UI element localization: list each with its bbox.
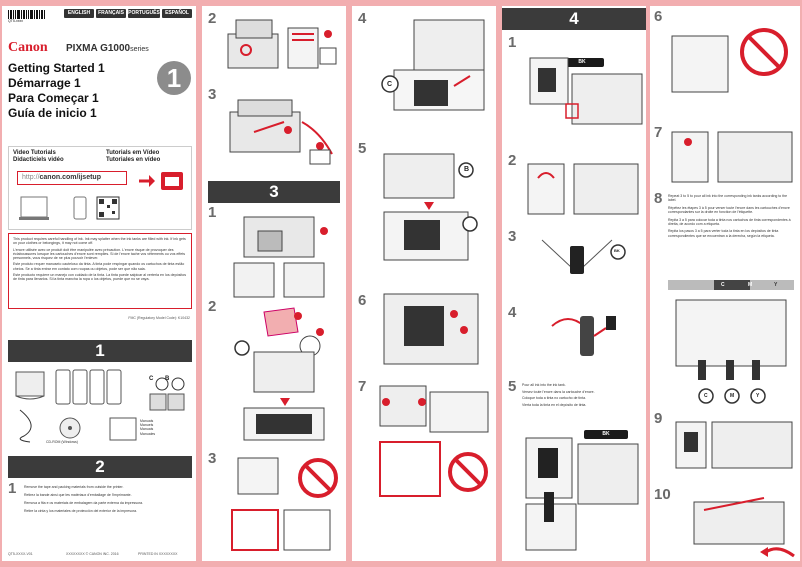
lang-tab-spanish[interactable]: ESPAÑOL bbox=[162, 9, 192, 18]
callout-b: B bbox=[464, 166, 470, 173]
remove-tape-instructions: Remove the tape and packing materials fr… bbox=[24, 485, 144, 513]
callout-m: M bbox=[730, 393, 735, 399]
cdrom-label: CD-ROM (Windows) bbox=[46, 440, 78, 444]
remove-packing-illustration bbox=[229, 99, 333, 165]
section-3-header: 3 bbox=[208, 181, 340, 203]
step-2: 2 bbox=[208, 10, 217, 27]
close-tank-cap-illustration bbox=[671, 131, 793, 183]
s4-step-4: 4 bbox=[508, 304, 517, 321]
regulatory-code: FMC (Regulatory Model Code): K10432 bbox=[128, 316, 190, 320]
lang-tab-portuguese[interactable]: PORTUGUÊS bbox=[128, 9, 160, 18]
s3-step-3: 3 bbox=[208, 450, 217, 467]
title-en: Getting Started 1 bbox=[8, 61, 105, 75]
close-ink-cover-illustration bbox=[675, 421, 793, 469]
footer-code: QT5-XXXX-V01 bbox=[8, 552, 33, 556]
warning-es: Este producto requiere un manejo con cui… bbox=[13, 273, 187, 282]
step-4: 4 bbox=[358, 10, 367, 27]
footer-printed: PRINTED IN XXXXXXXX bbox=[138, 552, 178, 556]
ink-bottle-illustration bbox=[541, 239, 626, 274]
title-pt: Para Começar 1 bbox=[8, 91, 99, 105]
device-icons bbox=[19, 196, 120, 220]
close-scanner-illustration bbox=[693, 497, 785, 545]
arrow-to-video-icon bbox=[139, 172, 183, 190]
box-contents-illustration bbox=[15, 369, 185, 443]
ink-bk-label-2: BK bbox=[584, 430, 628, 439]
s4-step-6: 6 bbox=[654, 8, 663, 25]
section-4-header: 4 bbox=[502, 8, 646, 30]
s4-step-3: 3 bbox=[508, 228, 517, 245]
ink-bk-label: BK bbox=[560, 58, 604, 67]
do-not-touch-illustration bbox=[231, 457, 338, 551]
tank-label-y: Y bbox=[774, 282, 778, 288]
pour-ink-instructions: Pour all ink into the ink tank.Versez to… bbox=[522, 383, 595, 407]
s3-step-2: 2 bbox=[208, 298, 217, 315]
s4-step-2: 2 bbox=[508, 152, 517, 169]
s4-step-9: 9 bbox=[654, 410, 663, 427]
no-tilt-illustration bbox=[671, 28, 788, 93]
open-cover-illustration bbox=[227, 19, 337, 69]
open-cap-illustration bbox=[527, 163, 639, 215]
label-c: C bbox=[149, 376, 154, 382]
warning-en: This product requires careful handling o… bbox=[13, 237, 186, 246]
insert-cartridge-c-illustration bbox=[381, 19, 485, 111]
turn-page-arrow-icon[interactable] bbox=[758, 544, 798, 560]
step-5: 5 bbox=[358, 140, 367, 157]
step-3: 3 bbox=[208, 86, 217, 103]
cmy-tanks-illustration bbox=[668, 280, 794, 404]
s3-step-1: 1 bbox=[208, 204, 217, 221]
warning-fr: L'encre utilisée avec ce produit doit êt… bbox=[13, 247, 186, 261]
callout-y: Y bbox=[756, 393, 760, 399]
s4-step-5: 5 bbox=[508, 378, 517, 395]
section-2-step-1: 1 bbox=[8, 480, 17, 497]
title-fr: Démarrage 1 bbox=[8, 76, 81, 90]
s4-step-7: 7 bbox=[654, 124, 663, 141]
insert-cartridge-b-illustration bbox=[383, 153, 478, 261]
panel-column-3: 4 C 5 B 6 7 bbox=[352, 6, 496, 561]
canon-logo: Canon bbox=[8, 40, 48, 55]
callout-c-2: C bbox=[704, 393, 708, 399]
barcode bbox=[8, 10, 45, 19]
close-cover-illustration bbox=[379, 385, 489, 497]
panel-column-4: 4 1 BK 2 3 BK 4 5 Pour all ink into the … bbox=[502, 6, 646, 561]
pour-ink-illustration bbox=[525, 437, 639, 551]
warning-pt: Este produto requer manuseio cauteloso d… bbox=[13, 262, 185, 271]
label-b: B bbox=[165, 376, 170, 382]
lang-tab-french[interactable]: FRANÇAIS bbox=[96, 9, 126, 18]
s4-step-10: 10 bbox=[654, 486, 671, 503]
product-name: PIXMA G1000series bbox=[66, 43, 149, 54]
cartridge-package-illustration bbox=[234, 307, 325, 441]
tank-label-c: C bbox=[721, 282, 725, 288]
part-number-badge: 1 bbox=[157, 61, 191, 95]
open-ink-tank-illustration bbox=[529, 57, 643, 125]
close-lock-illustration bbox=[383, 293, 479, 365]
callout-c: C bbox=[387, 81, 393, 88]
repeat-instructions: Repeat 3 to 5 to pour all ink into the c… bbox=[668, 194, 791, 238]
s4-step-1: 1 bbox=[508, 34, 517, 51]
bk-callout: BK bbox=[614, 248, 620, 253]
tank-label-m: M bbox=[748, 282, 753, 288]
barcode-number: QT5-xxxx bbox=[8, 19, 23, 23]
panel-column-2: 2 3 3 1 2 3 bbox=[202, 6, 346, 561]
page-titles: Getting Started 1 Démarrage 1 Para Começ… bbox=[8, 61, 105, 121]
footer-copyright: XXXXXXXX © CANON INC. 2016 bbox=[66, 552, 119, 556]
section-2-header: 2 bbox=[8, 456, 192, 478]
panel-cover: QT5-xxxx ENGLISH FRANÇAIS PORTUGUÊS ESPA… bbox=[2, 6, 196, 561]
s4-step-8: 8 bbox=[654, 190, 663, 207]
ink-warning-box: This product requires careful handling o… bbox=[8, 233, 192, 309]
twist-cap-illustration bbox=[551, 316, 616, 356]
step-7: 7 bbox=[358, 378, 367, 395]
print-head-illustration bbox=[233, 216, 328, 298]
panel-column-5: 6 7 8 Repeat 3 to 5 to pour all ink into… bbox=[650, 6, 800, 561]
title-es: Guía de inicio 1 bbox=[8, 106, 97, 120]
section-1-header: 1 bbox=[8, 340, 192, 362]
step-6: 6 bbox=[358, 292, 367, 309]
lang-tab-english[interactable]: ENGLISH bbox=[64, 9, 94, 18]
setup-url[interactable]: http://canon.com/ijsetup bbox=[17, 171, 127, 185]
